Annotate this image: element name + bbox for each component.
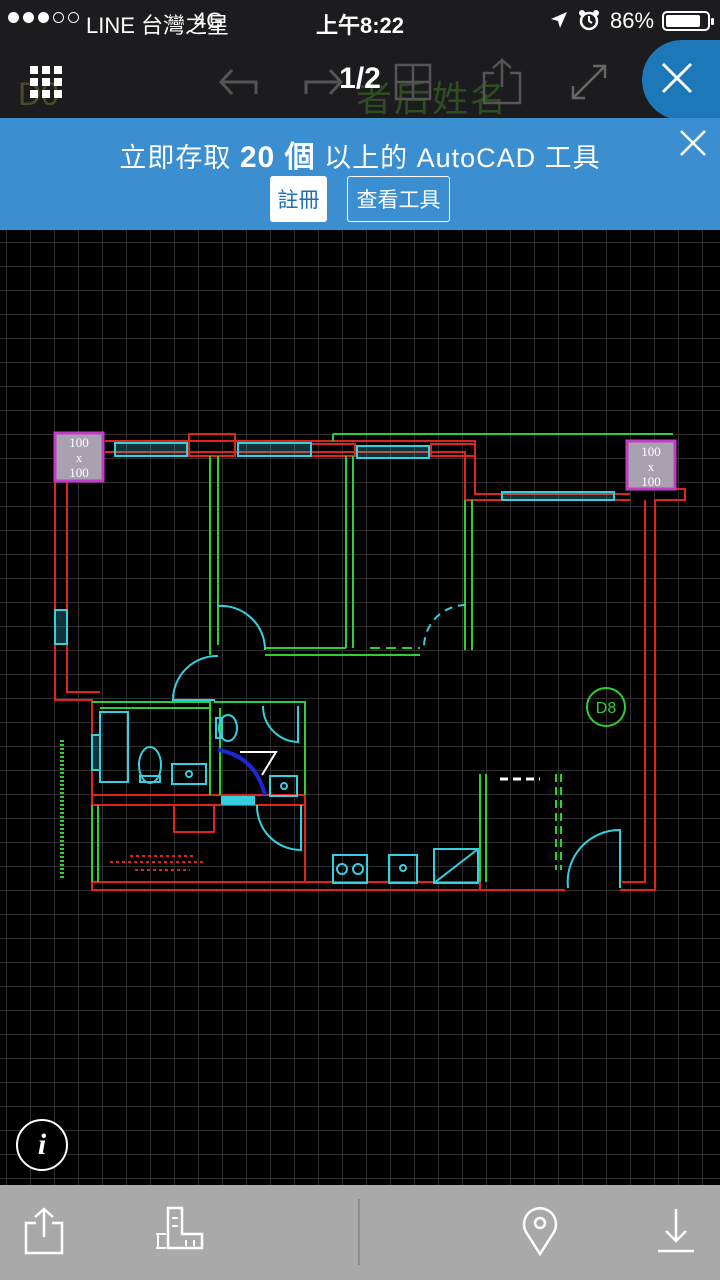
top-header: D0 者后姓名 LINE 台灣之星 4G 上午8:22 86%	[0, 0, 720, 120]
clock: 上午8:22	[315, 13, 405, 38]
register-button[interactable]: 註冊	[270, 176, 327, 222]
battery-icon	[662, 11, 714, 31]
battery-percentage: 86%	[610, 8, 655, 33]
carrier-name: LINE 台灣之星	[86, 13, 230, 38]
size-tag-left-bottom: 100	[69, 465, 89, 480]
size-tag-right-bottom: 100	[641, 474, 661, 489]
grid-menu-icon[interactable]	[20, 56, 72, 108]
drawing-canvas[interactable]: 100 x 100 100 x 100 D8	[0, 230, 720, 1185]
close-button[interactable]	[642, 40, 720, 120]
bottom-toolbar	[0, 1185, 720, 1280]
fullscreen-icon[interactable]	[563, 56, 615, 108]
share-icon[interactable]	[14, 1201, 74, 1261]
network-type: 4G	[194, 8, 224, 33]
redo-icon[interactable]	[298, 56, 350, 108]
size-tag-left-mid: x	[76, 450, 83, 465]
location-pin-icon[interactable]	[510, 1201, 570, 1261]
outer-walls	[54, 433, 686, 891]
fixtures	[54, 442, 621, 889]
undo-icon[interactable]	[212, 56, 264, 108]
size-tag-right	[625, 439, 677, 491]
info-button[interactable]: i	[16, 1119, 68, 1171]
view-tools-button[interactable]: 查看工具	[347, 176, 450, 222]
ghost-label: D0	[18, 76, 59, 112]
size-tag-left	[53, 431, 105, 483]
size-tag-left-top: 100	[69, 435, 89, 450]
toolbar-divider	[358, 1199, 360, 1265]
status-bar: LINE 台灣之星 4G 上午8:22 86%	[0, 0, 720, 40]
alarm-clock-icon	[578, 9, 600, 37]
location-arrow-icon	[549, 10, 569, 36]
download-icon[interactable]	[646, 1201, 706, 1261]
layers-icon[interactable]	[387, 56, 439, 108]
room-tag-label: D8	[596, 700, 617, 717]
room-tag-circle	[586, 687, 626, 727]
page-indicator: 1/2	[339, 62, 381, 95]
share-icon[interactable]	[476, 56, 528, 108]
interior-partitions	[60, 433, 673, 882]
floor-plan: 100 x 100 100 x 100 D8	[53, 431, 686, 891]
measure-icon[interactable]	[150, 1201, 210, 1261]
close-icon	[658, 59, 696, 102]
hatch-marks	[110, 855, 205, 871]
promo-message: 立即存取 20 個 以上的 AutoCAD 工具	[119, 141, 601, 174]
banner-close-icon[interactable]	[678, 128, 708, 158]
promo-banner: 立即存取 20 個 以上的 AutoCAD 工具	[0, 118, 720, 230]
info-icon: i	[37, 1128, 47, 1161]
size-tag-right-mid: x	[648, 459, 655, 474]
signal-strength-icon	[8, 12, 79, 23]
size-tag-right-top: 100	[641, 444, 661, 459]
